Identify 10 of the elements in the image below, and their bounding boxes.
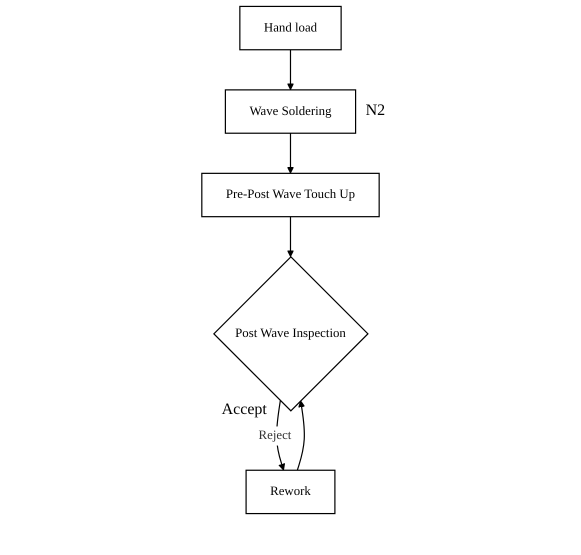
node-box: Rework [245,470,336,514]
side-note: N2 [366,102,386,120]
arrow [286,216,294,258]
node-box: Wave Soldering [224,89,356,134]
arrow [286,133,294,174]
node-box: Pre-Post Wave Touch Up [201,172,380,218]
arrow [296,400,306,470]
node-box: Hand load [239,6,342,50]
edge-label: Reject [258,428,292,442]
arrow [286,50,294,90]
